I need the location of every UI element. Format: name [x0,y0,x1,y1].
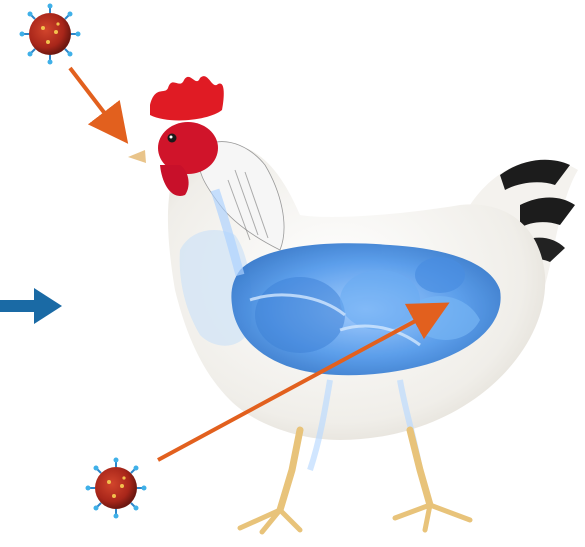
virus-particle-icon [18,2,82,66]
virus-particle-icon [84,456,148,520]
incoming-arrow [0,288,62,324]
virus-to-head-arrow [70,68,116,128]
legs [240,430,470,532]
